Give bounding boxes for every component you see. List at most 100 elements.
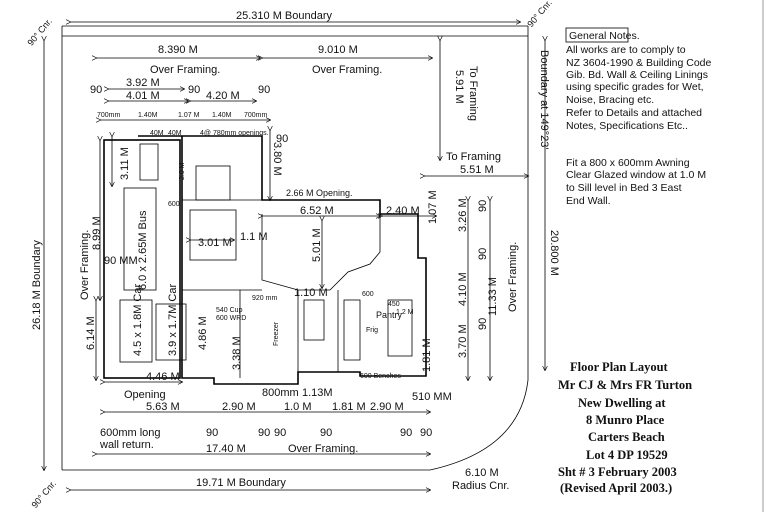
title-line-7: Sht # 3 February 2003 — [558, 465, 677, 479]
dim-90-r3: 90 — [477, 318, 489, 330]
wall-return-label-1: 600mm long — [100, 427, 161, 439]
notes-heading-box — [565, 27, 629, 43]
opening-266-label: 2.66 M Opening. — [286, 188, 353, 198]
dim-90-b3: 90 — [274, 427, 286, 439]
benches-label: 600 Benches — [360, 373, 401, 380]
dim-420: 4.20 M — [206, 90, 240, 102]
car-2-label: 3.9 x 1.7M Car — [167, 284, 179, 356]
fridge-label: Frig — [366, 327, 378, 334]
radius-label: Radius Cnr. — [452, 480, 509, 492]
dim-10: 1.0 M — [284, 401, 312, 413]
over-framing-bottom: Over Framing. — [288, 443, 358, 455]
dim-90-b6: 90 — [420, 427, 432, 439]
dim-301: 3.01 M — [198, 237, 232, 249]
house-walls — [138, 135, 427, 385]
dim-380: 3.80 M — [271, 142, 283, 176]
title-line-3: New Dwelling at — [578, 396, 666, 410]
to-framing-label-1: To Framing — [467, 66, 479, 121]
wall-return-label-2: wall return. — [99, 439, 154, 451]
dim-181: 1.81 M — [421, 338, 433, 372]
title-line-8: (Revised April 2003.) — [560, 481, 672, 495]
boundary-radius-corner — [429, 379, 529, 471]
corner-label-top-left: 90° Cnr. — [25, 16, 54, 47]
dim-563: 5.63 M — [146, 401, 180, 413]
dim-600b: 600 — [168, 201, 180, 208]
bathroom-fixture — [139, 143, 159, 181]
dim-90-b4: 90 — [320, 427, 332, 439]
car-1-label: 4.5 x 1.8M Car — [132, 284, 144, 356]
notes-heading: General Notes. — [569, 30, 640, 42]
title-block: Floor Plan Layout Mr CJ & Mrs FR Turton … — [558, 360, 692, 495]
dim-240: 2.40 M — [386, 205, 420, 217]
kitchen-bench — [343, 299, 361, 361]
dim-12: 1.2 M — [396, 309, 414, 316]
dim-410: 4.10 M — [457, 272, 469, 306]
dim-370: 3.70 M — [457, 324, 469, 358]
dim-326: 3.26 M — [457, 198, 469, 232]
dim-110: 1.10 M — [294, 287, 328, 299]
title-line-2: Mr CJ & Mrs FR Turton — [558, 378, 692, 392]
dim-392: 3.92 M — [126, 77, 160, 89]
over-framing-label-2: Over Framing. — [312, 64, 382, 76]
dim-446: 4.46 M — [146, 371, 180, 383]
dim-290b: 2.90 M — [370, 401, 404, 413]
title-line-6: Lot 4 DP 19529 — [586, 448, 668, 462]
dim-40-a: 40M — [150, 130, 164, 137]
dim-11: 1.1 M — [240, 231, 268, 243]
general-notes: General Notes. All works are to comply t… — [565, 27, 712, 207]
car-1-outline — [119, 299, 153, 363]
dim-40-b: 40M — [168, 130, 182, 137]
dim-486: 4.86 M — [197, 316, 209, 350]
freezer-label: Freezer — [273, 321, 280, 346]
cupboard-label: 540 Cup — [216, 307, 243, 314]
dim-311: 3.11 M — [119, 147, 131, 180]
openings-780-label: 4@ 780mm openings. — [200, 130, 269, 137]
wardrobe-label: 600 WRD — [216, 315, 246, 322]
notes-line-4: using specific grades for Wet, — [566, 81, 704, 93]
notes-line-1: All works are to comply to — [566, 44, 686, 56]
awning-line-2: Clear Glazed window at 1.0 M — [566, 169, 706, 181]
boundary-bearing-label: Boundary at 149°23' — [538, 50, 550, 149]
dim-90-a: 90 — [90, 84, 102, 96]
dim-551: 5.51 M — [460, 164, 494, 176]
pantry-unit — [387, 299, 413, 357]
garage: 6.0 x 2.65M Bus 4.5 x 1.8M Car 3.9 x 1.7… — [103, 139, 187, 379]
dim-90-b2: 90 — [258, 427, 270, 439]
dim-140-b: 1.40M — [212, 112, 232, 119]
dim-700-b: 700mm — [244, 112, 268, 119]
awning-line-4: End Wall. — [566, 195, 611, 207]
pantry-label: Pantry — [376, 310, 403, 320]
dim-90-d: 90 — [276, 133, 288, 145]
dim-9010: 9.010 M — [318, 44, 358, 56]
dim-20: 2.0 M — [179, 162, 186, 180]
awning-line-1: Fit a 800 x 600mm Awning — [566, 157, 690, 169]
boundary-top-label: 25.310 M Boundary — [236, 10, 333, 22]
living-room-walls — [261, 214, 381, 291]
dim-140-a: 1.40M — [138, 112, 158, 119]
over-framing-left: Over Framing. — [79, 230, 91, 300]
dim-8390: 8.390 M — [158, 44, 198, 56]
dim-90-b1: 90 — [206, 427, 218, 439]
dim-90-b5: 90 — [400, 427, 412, 439]
dim-107b: 1.07 M — [427, 190, 439, 224]
notes-line-2: NZ 3604-1990 & Building Code — [566, 57, 712, 69]
title-line-1: Floor Plan Layout — [570, 360, 669, 374]
dim-90-b: 90 — [188, 84, 200, 96]
notes-line-6: Refer to Details and attached — [566, 107, 702, 119]
garage-walls — [103, 139, 181, 379]
dim-614: 6.14 M — [85, 316, 97, 350]
dim-90mm: 90 MM — [104, 255, 138, 267]
boundary-right-label: 20.800 M — [548, 230, 560, 276]
awning-line-3: to Sill level in Bed 3 East — [566, 182, 682, 194]
title-line-4: 8 Munro Place — [586, 413, 665, 427]
notes-line-3: Gib. Bd. Wall & Ceiling Linings — [566, 69, 708, 81]
bus-label: 6.0 x 2.65M Bus — [137, 210, 149, 290]
dim-90-c: 90 — [258, 84, 270, 96]
dim-90-r2: 90 — [477, 248, 489, 260]
bed-furniture — [195, 165, 231, 201]
notes-line-7: Notes, Specifications Etc.. — [566, 120, 688, 132]
title-line-5: Carters Beach — [588, 430, 665, 444]
dim-920: 920 mm — [252, 295, 277, 302]
site-boundary — [61, 25, 529, 471]
